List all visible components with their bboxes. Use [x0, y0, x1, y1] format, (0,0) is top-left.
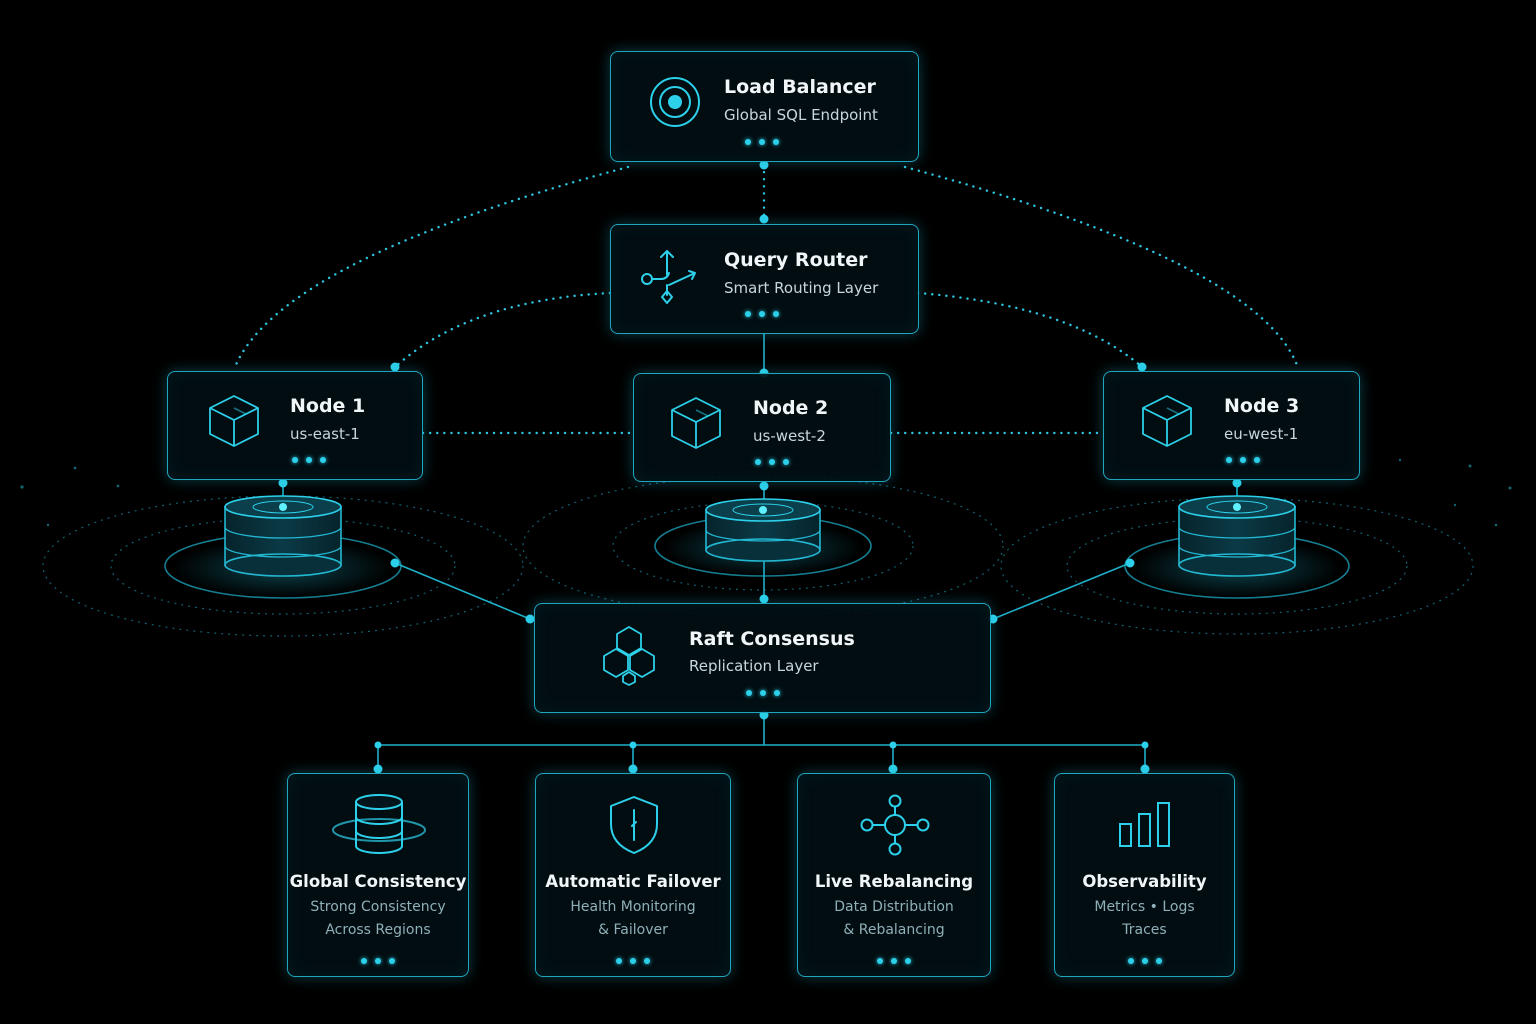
load-balancer-card[interactable]: Load Balancer Global SQL Endpoint — [610, 51, 919, 162]
live-rebalancing-line2: & Rebalancing — [843, 922, 945, 938]
observability-line2: Traces — [1122, 922, 1167, 938]
database-node-2 — [705, 498, 821, 562]
automatic-failover-line1: Health Monitoring — [570, 899, 696, 915]
cube-icon — [1142, 395, 1192, 447]
global-consistency-title: Global Consistency — [289, 872, 467, 891]
node-2-card[interactable]: Node 2 us-west-2 — [633, 373, 891, 482]
global-consistency-card[interactable]: Global Consistency Strong Consistency Ac… — [287, 773, 469, 977]
observability-card[interactable]: Observability Metrics • Logs Traces — [1054, 773, 1235, 977]
raft-consensus-subtitle: Replication Layer — [689, 657, 819, 675]
cube-icon — [209, 395, 259, 447]
shield-icon — [610, 796, 658, 854]
automatic-failover-line2: & Failover — [598, 922, 668, 938]
database-node-1 — [224, 495, 342, 577]
more-dots[interactable] — [745, 311, 779, 317]
node-2-region: us-west-2 — [753, 427, 826, 445]
observability-title: Observability — [1082, 872, 1207, 891]
query-router-subtitle: Smart Routing Layer — [724, 279, 879, 297]
more-dots[interactable] — [877, 958, 911, 964]
query-router-title: Query Router — [724, 249, 868, 271]
node-2-title: Node 2 — [753, 397, 829, 419]
more-dots[interactable] — [746, 690, 780, 696]
live-rebalancing-card[interactable]: Live Rebalancing Data Distribution & Reb… — [797, 773, 991, 977]
hexagon-cluster-icon — [603, 626, 655, 686]
cube-icon — [671, 397, 721, 449]
network-hub-icon — [860, 794, 930, 856]
node-3-card[interactable]: Node 3 eu-west-1 — [1103, 371, 1360, 480]
node-3-title: Node 3 — [1224, 395, 1300, 417]
observability-line1: Metrics • Logs — [1094, 899, 1195, 915]
node-3-region: eu-west-1 — [1224, 425, 1299, 443]
more-dots[interactable] — [745, 139, 779, 145]
global-consistency-line1: Strong Consistency — [310, 899, 446, 915]
more-dots[interactable] — [292, 457, 326, 463]
raft-consensus-card[interactable]: Raft Consensus Replication Layer — [534, 603, 991, 713]
global-consistency-line2: Across Regions — [325, 922, 431, 938]
routing-arrows-icon — [641, 250, 696, 304]
more-dots[interactable] — [1226, 457, 1260, 463]
node-1-title: Node 1 — [290, 395, 366, 417]
dotted-connectors — [233, 163, 1299, 435]
automatic-failover-card[interactable]: Automatic Failover Health Monitoring & F… — [535, 773, 731, 977]
more-dots[interactable] — [616, 958, 650, 964]
target-icon — [650, 77, 700, 127]
node-1-region: us-east-1 — [290, 425, 360, 443]
live-rebalancing-line1: Data Distribution — [834, 899, 954, 915]
more-dots[interactable] — [755, 459, 789, 465]
load-balancer-title: Load Balancer — [724, 76, 876, 98]
automatic-failover-title: Automatic Failover — [545, 872, 721, 891]
more-dots[interactable] — [361, 958, 395, 964]
node-1-card[interactable]: Node 1 us-east-1 — [167, 371, 423, 480]
database-node-3 — [1178, 495, 1296, 577]
raft-consensus-title: Raft Consensus — [689, 628, 855, 650]
database-icon — [332, 794, 426, 854]
query-router-card[interactable]: Query Router Smart Routing Layer — [610, 224, 919, 334]
load-balancer-subtitle: Global SQL Endpoint — [724, 106, 878, 124]
more-dots[interactable] — [1127, 958, 1162, 964]
bar-chart-icon — [1119, 802, 1170, 847]
live-rebalancing-title: Live Rebalancing — [814, 872, 974, 891]
